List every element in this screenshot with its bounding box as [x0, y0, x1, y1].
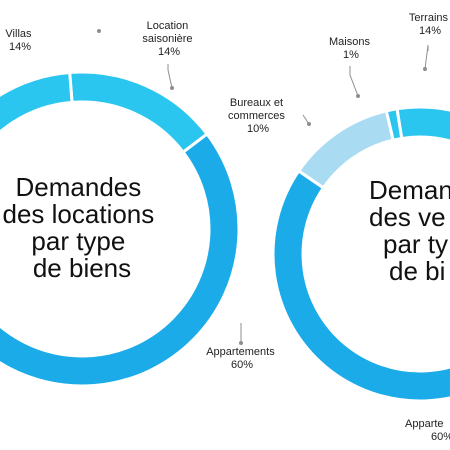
slice-label-text: Bureaux et	[230, 97, 283, 109]
center-title-line: des ve	[369, 202, 446, 232]
slice-label-bureaux-commerces: Bureaux et commerces 10%	[228, 97, 288, 135]
slice-pct-text: 14%	[158, 46, 180, 58]
slice-label-text: Location	[147, 20, 189, 32]
slice-pct-text: 60%	[431, 431, 450, 443]
slice-label-location-saisoniere: Location saisonière 14%	[142, 20, 195, 58]
slice-pct-text: 14%	[9, 41, 31, 53]
slice-label-text: Apparte	[405, 418, 444, 430]
donut-slice-maisons	[384, 107, 404, 142]
slice-label-text: Appartements	[206, 346, 275, 358]
donut-slice-terrains	[395, 105, 450, 143]
leader-line	[424, 44, 429, 70]
donut-slice-appartements	[271, 168, 450, 403]
slice-label-text: Maisons	[329, 36, 370, 48]
leader-dot	[307, 122, 311, 126]
slice-label-terrains: Terrains 14%	[409, 12, 450, 37]
donut-locations-leaders	[97, 29, 243, 345]
donut-ventes-arcs	[271, 105, 450, 403]
center-title-line: Deman	[369, 175, 450, 205]
slice-label-text: Villas	[5, 28, 32, 40]
leader-dot	[356, 94, 360, 98]
slice-label-appartements-locations: Appartements 60%	[206, 346, 278, 371]
center-title-line: des locations	[3, 199, 155, 229]
slice-label-text: Terrains	[409, 12, 449, 24]
leader-dot	[170, 86, 174, 90]
center-title-ventes: Deman des ve par ty de bi	[369, 175, 450, 286]
donut-ventes: Deman des ve par ty de bi Terrains 14% M…	[228, 12, 450, 443]
center-title-line: Demandes	[16, 172, 142, 202]
donut-slice-villas	[0, 70, 74, 135]
leader-line	[349, 66, 359, 97]
slice-label-text: commerces	[228, 110, 285, 122]
leader-line	[167, 64, 173, 89]
center-title-locations: Demandes des locations par type de biens	[3, 172, 162, 283]
donut-slice-location-saisoni-re	[68, 70, 210, 155]
donut-ventes-leaders	[302, 44, 429, 126]
center-title-line: par type	[31, 226, 125, 256]
slice-label-appartements-ventes: Apparte 60%	[405, 418, 450, 443]
slice-label-text: saisonière	[142, 33, 192, 45]
donut-locations-arcs	[0, 70, 241, 388]
slice-pct-text: 60%	[231, 359, 253, 371]
center-title-line: par ty	[383, 229, 448, 259]
slice-pct-text: 1%	[343, 49, 359, 61]
center-title-line: de biens	[33, 253, 131, 283]
slice-pct-text: 14%	[419, 25, 441, 37]
donut-locations: Demandes des locations par type de biens…	[0, 20, 278, 388]
slice-pct-text: 10%	[247, 123, 269, 135]
leader-dot	[97, 29, 101, 33]
leader-dot	[239, 341, 243, 345]
donut-slice-appartements	[0, 131, 241, 388]
leader-dot	[423, 67, 427, 71]
center-title-line: de bi	[389, 256, 445, 286]
slice-label-maisons: Maisons 1%	[329, 36, 373, 61]
slice-label-villas: Villas 14%	[5, 28, 34, 53]
